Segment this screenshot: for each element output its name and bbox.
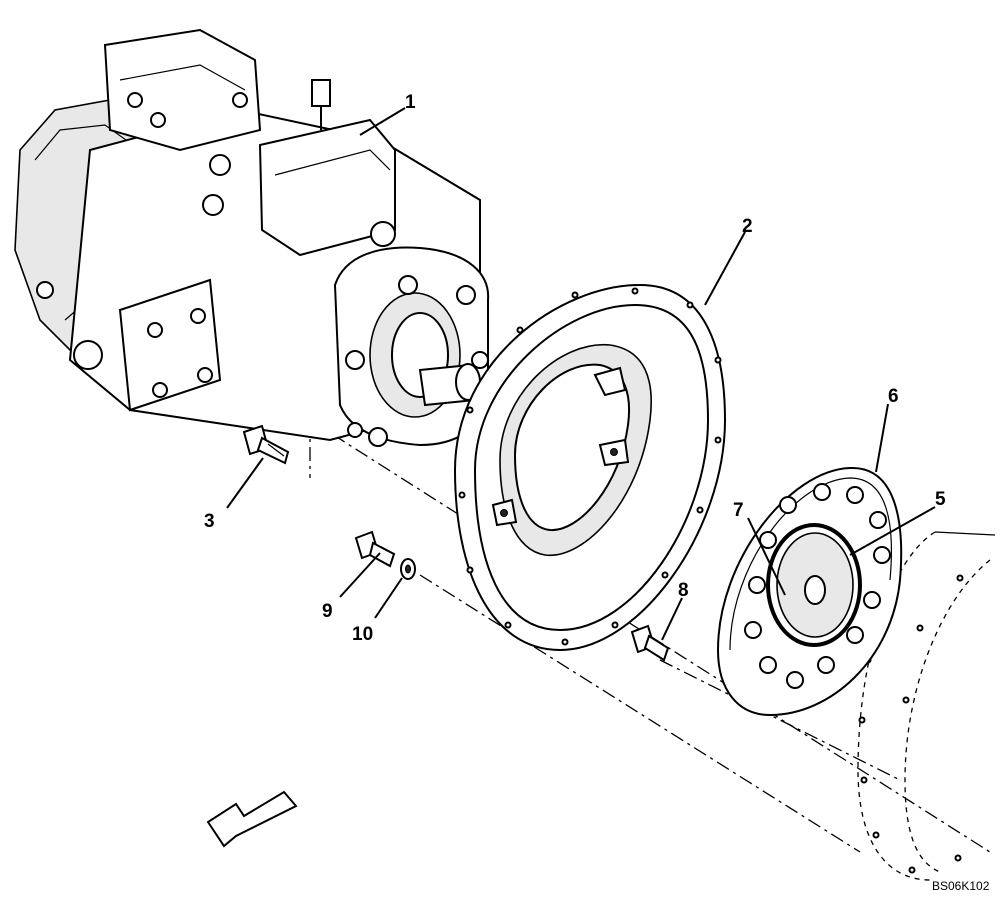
- arrow-icon: [206, 790, 298, 848]
- leader-lines: [226, 107, 936, 641]
- callout-2: 2: [742, 216, 753, 237]
- hydraulic-pump-assembly: [14, 28, 490, 447]
- callout-8: 8: [678, 580, 689, 601]
- callout-9: 9: [322, 601, 333, 622]
- washer-part-10: [400, 558, 416, 580]
- reference-code: BS06K102: [932, 879, 990, 893]
- callout-6: 6: [888, 386, 899, 407]
- callout-5: 5: [935, 489, 946, 510]
- coupling-ring: [766, 523, 862, 647]
- bolt-part-3: [242, 424, 290, 465]
- bolt-part-8: [630, 624, 670, 662]
- callout-3: 3: [204, 511, 215, 532]
- callout-7: 7: [733, 500, 744, 521]
- flywheel-housing-adapter: [453, 283, 727, 652]
- callout-1: 1: [405, 92, 416, 113]
- bolt-part-9: [354, 530, 396, 568]
- callout-10: 10: [352, 624, 373, 645]
- callout-labels: 1 2 3 5 6 7 8 9 10: [204, 92, 946, 645]
- coupling-disc: [716, 466, 903, 717]
